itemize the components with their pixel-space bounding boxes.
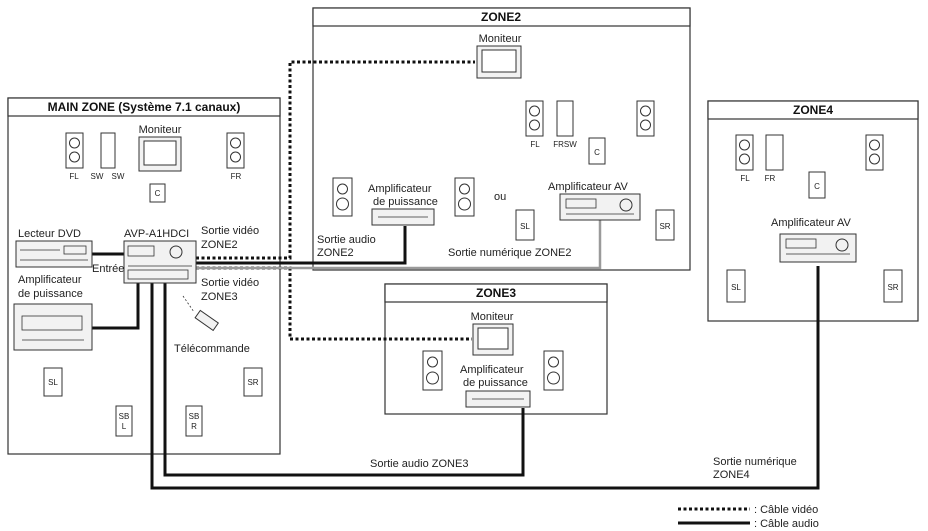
main-spk-sbl-label2: L [122,422,127,431]
main-speaker-c [149,183,166,203]
zone2-speaker-sl [515,209,535,241]
main-spk-sr-label: SR [247,378,258,387]
zone2-or-label: ou [494,191,506,203]
receiver-label: AVP-A1HDCI [124,228,189,240]
zone3-monitor [472,323,514,356]
zone2-speaker-sr [655,209,675,241]
audio-cable-zone2 [196,226,407,265]
main-monitor-label: Moniteur [139,124,182,136]
main-speaker-sbr [185,405,203,437]
main-spk-c-label: C [155,189,161,198]
zone4-speaker-fl [735,134,754,171]
zone4-spk-sr-label: SR [887,283,898,292]
zone2-audio-out-line1: Sortie audio [317,234,376,246]
audio-cable-zone3 [163,283,525,477]
zone2-speaker-right [454,177,475,217]
main-zone-title: MAIN ZONE (Système 7.1 canaux) [48,100,241,114]
main-speaker-sbl [115,405,133,437]
video-out-z2-line1: Sortie vidéo [201,225,259,237]
main-amp-line2: de puissance [18,288,83,300]
digital-cable-zone4 [150,266,820,490]
main-spk-sbl-label1: SB [119,412,130,421]
remote-control-icon [182,295,220,332]
dvd-label: Lecteur DVD [18,228,81,240]
zone2-speaker-left [332,177,353,217]
digital-cable-zone2 [196,220,602,270]
zone2-digital-out-label: Sortie numérique ZONE2 [448,247,572,259]
main-speaker-sl [43,367,63,397]
zone2-audio-out-line2: ZONE2 [317,247,354,259]
main-power-amp [13,303,93,351]
video-cable-zone2 [196,60,475,260]
zone4-av-amp-label: Amplificateur AV [771,217,852,229]
main-amp-line1: Amplificateur [18,274,82,286]
zone2-monitor [476,45,522,79]
main-spk-sw2-label: SW [112,172,125,181]
main-spk-sw1-label: SW [91,172,104,181]
zone2-amp-line2: de puissance [373,196,438,208]
zone2-av-amp [559,193,641,221]
zone4-digital-out-line1: Sortie numérique [713,456,797,468]
zone2-speaker-fl [525,100,544,137]
zone4-speaker-fr [765,134,784,171]
input-label: Entrée [92,263,124,275]
main-spk-sl-label: SL [48,378,58,387]
zone3-amp-line2: de puissance [463,377,528,389]
zone3-amp-line1: Amplificateur [460,364,524,376]
zone2-monitor-label: Moniteur [479,33,522,45]
video-out-z3-line2: ZONE3 [201,291,238,303]
dvd-player [15,240,93,268]
receiver-amp-cable [92,283,140,330]
zone2-spk-frsw-label: FRSW [553,140,577,149]
receiver-avp-a1hdci [123,240,197,284]
zone2-power-amp [371,208,435,226]
zone4-digital-out-line2: ZONE4 [713,469,750,481]
zone4-spk-c-label: C [814,182,820,191]
zone4-spk-fl-label: FL [740,174,750,183]
main-spk-sbr-label1: SB [189,412,200,421]
zone4-speaker-rear-top [865,134,884,171]
zone2-speaker-frsw [556,100,574,137]
legend-video-label: : Câble vidéo [754,504,818,516]
main-speaker-fl [65,132,84,169]
zone3-speaker-left [422,350,443,391]
main-speaker-sw1 [100,132,116,169]
zone4-title: ZONE4 [793,103,833,117]
zone2-title: ZONE2 [481,10,521,24]
zone3-speaker-right [543,350,564,391]
zone2-spk-sl-label: SL [520,222,530,231]
zone4-spk-fr-label: FR [765,174,776,183]
zone2-amp-line1: Amplificateur [368,183,432,195]
zone2-speaker-fr [636,100,655,137]
zone3-power-amp [465,390,531,408]
zone2-speaker-c [588,137,606,165]
main-monitor [138,136,182,172]
main-spk-sbr-label2: R [191,422,197,431]
video-out-z3-line1: Sortie vidéo [201,277,259,289]
zone2-spk-c-label: C [594,148,600,157]
zone4-av-amp [779,233,857,263]
zone3-audio-out-label: Sortie audio ZONE3 [370,458,468,470]
zone2-spk-fl-label: FL [530,140,540,149]
zone2-spk-sr-label: SR [659,222,670,231]
video-out-z2-line2: ZONE2 [201,239,238,251]
zone4-speaker-sl [726,269,746,303]
zone4-speaker-c [808,171,826,199]
zone3-title: ZONE3 [476,286,516,300]
main-spk-fr-label: FR [231,172,242,181]
remote-label: Télécommande [174,343,250,355]
legend: : Câble vidéo : Câble audio [678,504,819,530]
main-speaker-fr [226,132,245,169]
zone4-spk-sl-label: SL [731,283,741,292]
legend-audio-label: : Câble audio [754,518,819,530]
main-spk-fl-label: FL [69,172,79,181]
zone2-av-amp-label: Amplificateur AV [548,181,629,193]
main-speaker-sr [243,367,263,397]
zone4-speaker-sr [883,269,903,303]
zone3-monitor-label: Moniteur [471,311,514,323]
